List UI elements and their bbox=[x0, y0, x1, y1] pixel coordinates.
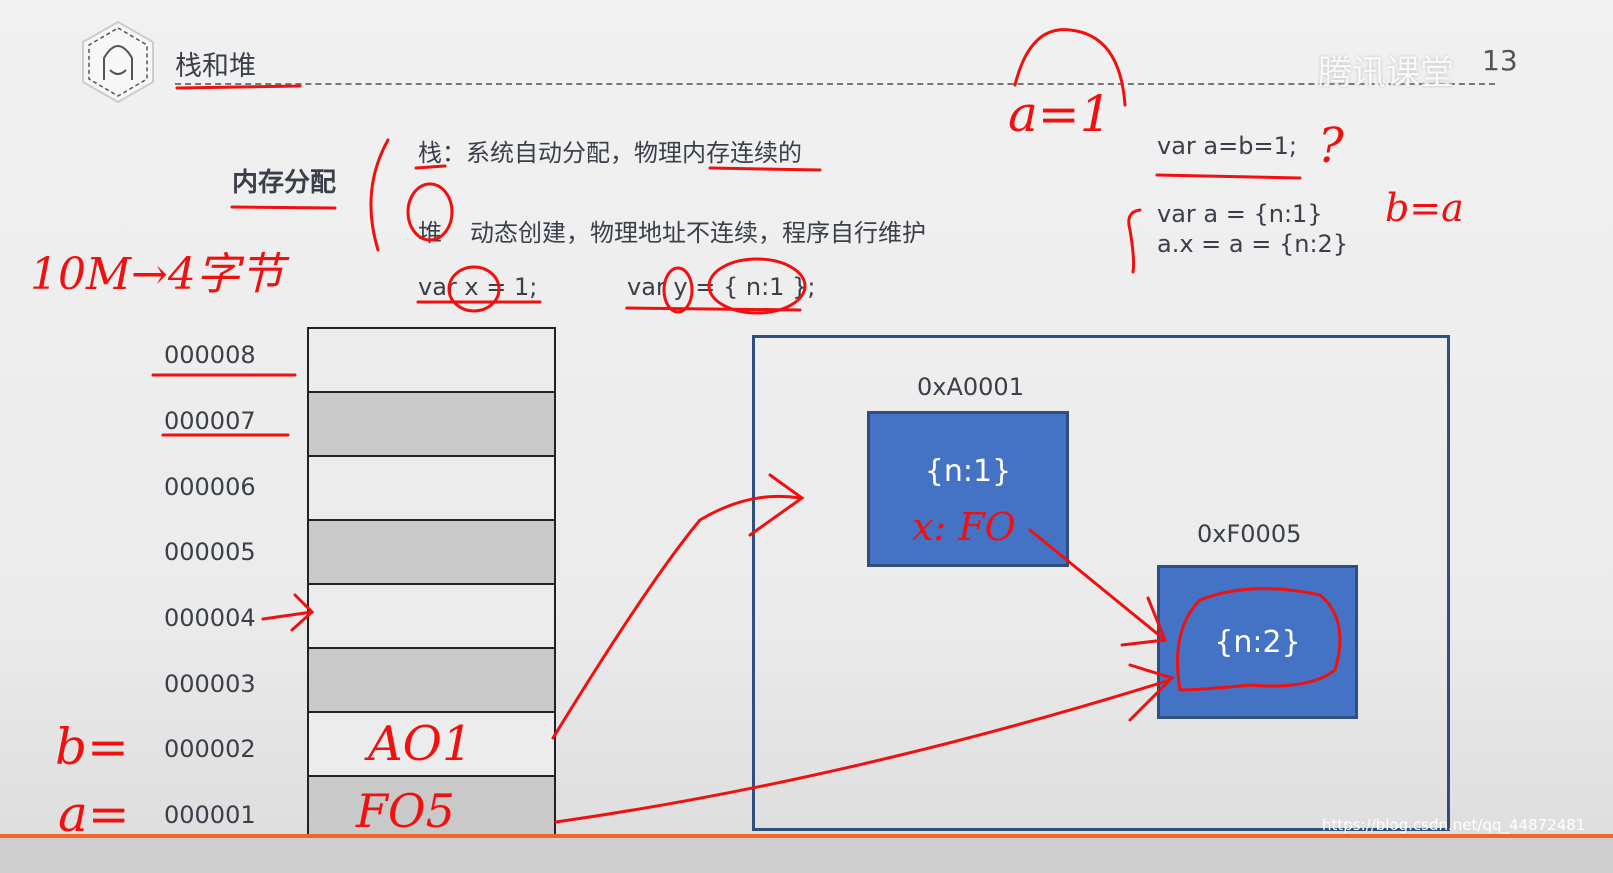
heap-description: 动态创建，物理地址不连续，程序自行维护 bbox=[470, 219, 926, 247]
heap-label: 堆 bbox=[418, 219, 442, 247]
stack-cell bbox=[307, 713, 556, 777]
stack-address: 000004 bbox=[164, 604, 256, 632]
stack-memory-table bbox=[307, 327, 556, 841]
watermark-url: https://blog.csdn.net/qq_44872481 bbox=[1322, 816, 1586, 834]
stack-address: 000002 bbox=[164, 735, 256, 763]
stack-address: 000007 bbox=[164, 407, 256, 435]
annotation-b-eq: b= bbox=[55, 718, 129, 776]
heap-object-value: {n:2} bbox=[1214, 624, 1301, 660]
annotation-x-prop: x: FO bbox=[912, 505, 1016, 549]
annotation-a-eq-1: a=1 bbox=[1008, 85, 1112, 143]
stack-address: 000003 bbox=[164, 670, 256, 698]
annotation-size-note: 10M→4字节 bbox=[30, 249, 284, 300]
stack-address: 000006 bbox=[164, 473, 256, 501]
stack-address: 000001 bbox=[164, 801, 256, 829]
section-heading: 内存分配 bbox=[232, 168, 337, 198]
annotation-a-eq: a= bbox=[58, 785, 130, 843]
video-progress-bar[interactable] bbox=[0, 834, 1613, 838]
title-divider bbox=[175, 83, 1495, 85]
stack-description: 栈：系统自动分配，物理内存连续的 bbox=[418, 139, 802, 167]
annotation-question: ? bbox=[1318, 118, 1344, 174]
video-controls-strip bbox=[0, 838, 1613, 873]
stack-cell bbox=[307, 457, 556, 521]
stack-cell bbox=[307, 521, 556, 585]
annotation-b-eq-a: b=a bbox=[1385, 186, 1464, 230]
stack-address: 000008 bbox=[164, 341, 256, 369]
heap-address-a: 0xA0001 bbox=[917, 373, 1024, 401]
stack-cell bbox=[307, 393, 556, 457]
stack-cell bbox=[307, 585, 556, 649]
heap-address-f: 0xF0005 bbox=[1197, 520, 1302, 548]
stack-cell bbox=[307, 649, 556, 713]
slide-title: 栈和堆 bbox=[175, 51, 256, 82]
code-x: var x = 1; bbox=[418, 273, 538, 301]
heap-object-value: {n:1} bbox=[924, 454, 1012, 489]
annotation-cell-1: FO5 bbox=[356, 784, 455, 838]
brand-watermark: 腾讯课堂 bbox=[1318, 53, 1454, 93]
logo-badge-icon bbox=[82, 20, 154, 104]
page-number: 13 bbox=[1482, 44, 1518, 77]
right-code-1: var a=b=1; bbox=[1157, 132, 1297, 160]
right-code-3: a.x = a = {n:2} bbox=[1157, 230, 1349, 258]
stack-address: 000005 bbox=[164, 538, 256, 566]
right-code-2: var a = {n:1} bbox=[1157, 200, 1323, 228]
underline-stroke bbox=[175, 84, 302, 90]
annotation-cell-2: AO1 bbox=[368, 716, 473, 772]
stack-cell bbox=[307, 327, 556, 393]
heap-object-f: {n:2} bbox=[1157, 565, 1358, 719]
code-y: var y = { n:1 }; bbox=[627, 273, 816, 301]
